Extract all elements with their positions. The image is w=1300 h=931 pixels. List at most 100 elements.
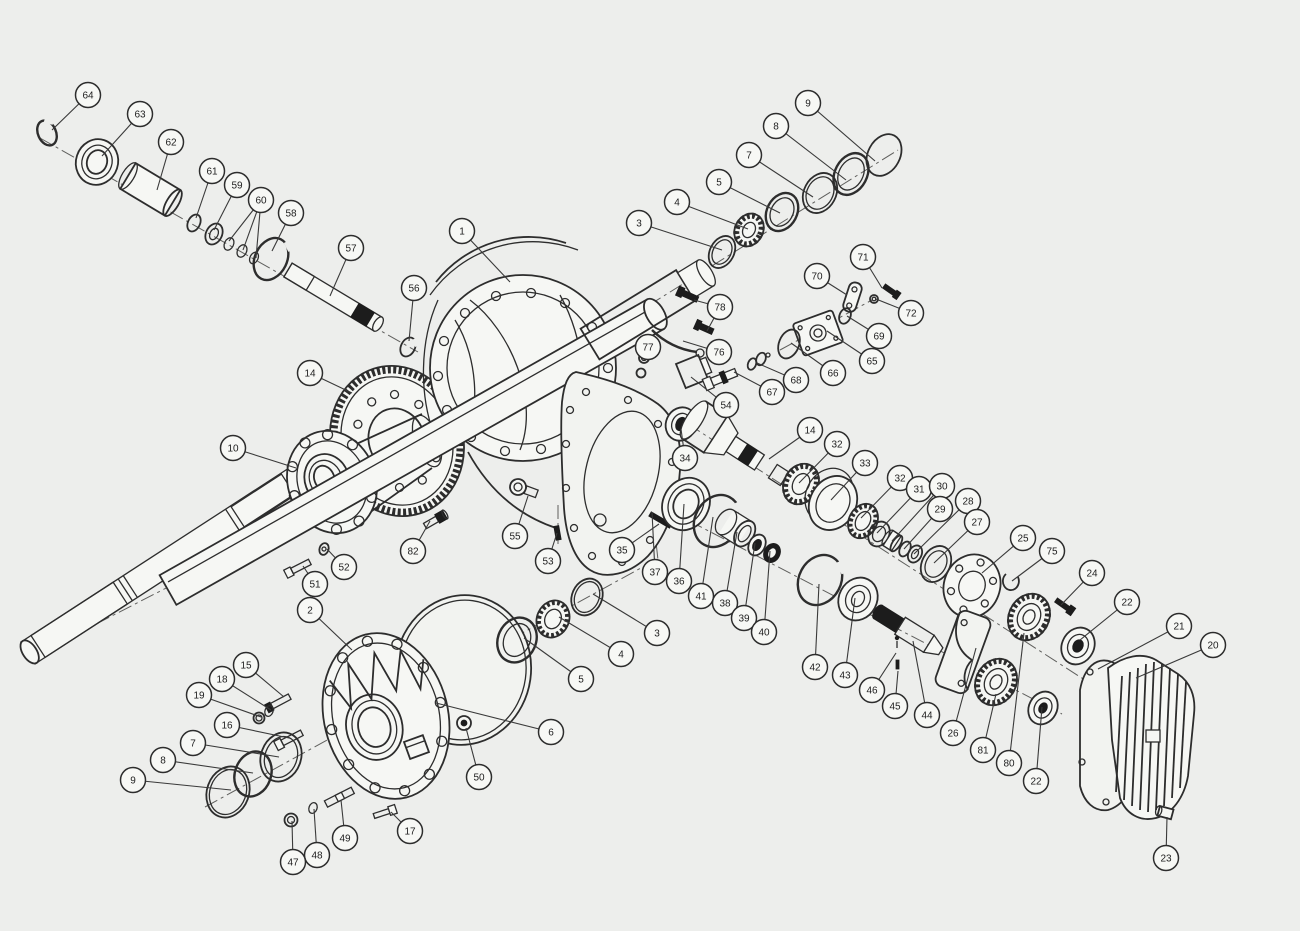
callout-number-53: 53 <box>542 557 554 568</box>
callout-number-80: 80 <box>1003 759 1015 770</box>
callout-balloon-9 <box>794 89 822 117</box>
callout-number-49: 49 <box>339 834 351 845</box>
callout-number-64: 64 <box>82 91 94 102</box>
callout-number-21: 21 <box>1173 622 1185 633</box>
axle-tube-right <box>579 259 716 361</box>
callout-balloon-35 <box>608 536 636 564</box>
callout-number-41: 41 <box>695 592 707 603</box>
callout-balloon-70 <box>803 262 831 290</box>
callout-number-6: 6 <box>548 728 554 739</box>
callout-balloon-60 <box>247 186 275 214</box>
callout-leader-9 <box>132 779 232 791</box>
callout-balloon-50 <box>465 763 493 791</box>
callout-leader-80 <box>1008 632 1025 764</box>
callout-leader-41 <box>700 516 714 597</box>
callout-balloon-7 <box>179 729 207 757</box>
speedo-drive-parts <box>777 281 902 360</box>
callout-balloon-54 <box>712 391 740 419</box>
callout-number-69: 69 <box>873 332 885 343</box>
callout-balloon-77 <box>634 333 662 361</box>
callout-number-58: 58 <box>285 209 297 220</box>
callout-balloon-78 <box>706 293 734 321</box>
callout-leader-20 <box>1135 644 1214 679</box>
left-fasteners <box>282 509 449 580</box>
callout-balloon-81 <box>969 736 997 764</box>
callout-balloon-36 <box>665 567 693 595</box>
pinion-assembly <box>664 400 1020 619</box>
callout-balloon-22 <box>1113 588 1141 616</box>
callout-leader-21 <box>1097 625 1180 670</box>
callout-number-19: 19 <box>193 691 205 702</box>
callout-number-82: 82 <box>407 547 419 558</box>
callout-balloon-26 <box>939 719 967 747</box>
callout-balloon-4 <box>607 640 635 668</box>
callout-number-63: 63 <box>134 110 146 121</box>
callout-number-2: 2 <box>307 606 313 617</box>
callout-number-28: 28 <box>962 497 974 508</box>
callout-balloon-71 <box>849 243 877 271</box>
callout-balloon-43 <box>831 661 859 689</box>
callout-leader-40 <box>763 550 771 633</box>
callout-number-17: 17 <box>404 827 416 838</box>
callout-number-15: 15 <box>240 661 252 672</box>
callout-number-22: 22 <box>1121 598 1133 609</box>
callout-number-76: 76 <box>713 348 725 359</box>
callout-number-8: 8 <box>160 756 166 767</box>
adjuster-parts <box>635 285 771 392</box>
callout-number-77: 77 <box>642 343 654 354</box>
callout-number-9: 9 <box>130 776 136 787</box>
callout-balloon-3 <box>643 619 671 647</box>
callout-number-24: 24 <box>1086 569 1098 580</box>
callout-balloon-2 <box>296 596 324 624</box>
callout-balloon-45 <box>881 692 909 720</box>
upper-left-parts <box>36 117 420 358</box>
callout-balloon-66 <box>819 359 847 387</box>
callout-number-30: 30 <box>936 482 948 493</box>
callout-number-48: 48 <box>311 851 323 862</box>
callout-balloon-75 <box>1038 537 1066 565</box>
callout-balloon-51 <box>301 570 329 598</box>
callout-number-5: 5 <box>578 675 584 686</box>
callout-number-38: 38 <box>719 599 731 610</box>
callout-number-1: 1 <box>459 227 465 238</box>
callout-number-66: 66 <box>827 369 839 380</box>
callout-balloon-33 <box>851 449 879 477</box>
callout-number-45: 45 <box>889 702 901 713</box>
callout-balloon-14 <box>796 416 824 444</box>
callout-number-18: 18 <box>216 675 228 686</box>
callout-balloon-69 <box>865 322 893 350</box>
callout-balloon-82 <box>399 537 427 565</box>
callout-leader-8 <box>162 759 254 774</box>
callout-balloon-72 <box>897 299 925 327</box>
callout-number-46: 46 <box>866 686 878 697</box>
callout-balloon-23 <box>1152 844 1180 872</box>
callout-leader-7 <box>192 742 280 758</box>
callout-number-37: 37 <box>649 568 661 579</box>
axle-shaft <box>19 458 318 665</box>
callout-number-60: 60 <box>255 196 267 207</box>
callout-balloon-38 <box>711 589 739 617</box>
callout-leader-9 <box>807 102 876 162</box>
callout-balloon-80 <box>995 749 1023 777</box>
callout-number-33: 33 <box>859 459 871 470</box>
callout-number-68: 68 <box>790 376 802 387</box>
callout-number-14: 14 <box>804 426 816 437</box>
callout-balloon-32 <box>823 430 851 458</box>
callout-balloon-15 <box>232 651 260 679</box>
callout-number-9: 9 <box>805 99 811 110</box>
pinion-front-bearing-set <box>707 133 903 269</box>
callout-balloon-25 <box>1009 524 1037 552</box>
callout-balloon-40 <box>750 618 778 646</box>
callout-number-7: 7 <box>746 151 752 162</box>
callout-number-40: 40 <box>758 628 770 639</box>
callout-leader-6 <box>435 702 552 733</box>
callout-number-59: 59 <box>231 181 243 192</box>
side-gear-parts <box>872 592 1096 726</box>
callout-balloon-39 <box>730 604 758 632</box>
callout-balloon-63 <box>126 100 154 128</box>
callout-balloon-62 <box>157 128 185 156</box>
callout-number-4: 4 <box>618 650 624 661</box>
callout-number-14: 14 <box>304 369 316 380</box>
callout-balloon-42 <box>801 653 829 681</box>
